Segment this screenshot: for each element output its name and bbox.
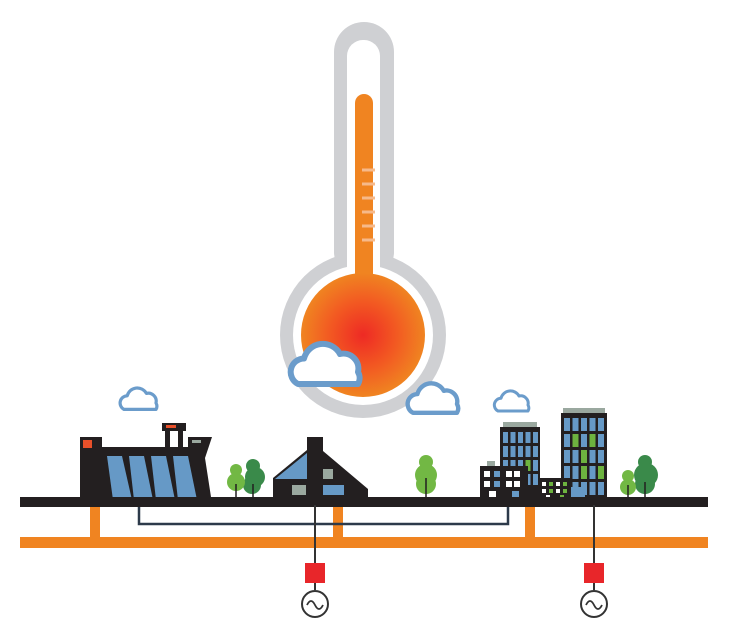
window (510, 446, 516, 457)
window (525, 460, 531, 471)
window (564, 466, 570, 479)
window (503, 460, 508, 471)
window (533, 474, 538, 485)
window (572, 466, 579, 479)
generator-icon (301, 505, 329, 618)
window (564, 450, 570, 463)
window (581, 434, 587, 447)
ground-line (20, 497, 708, 507)
power-line (137, 505, 510, 526)
thermometer-fill (355, 94, 373, 314)
window (598, 466, 604, 479)
window (581, 418, 587, 431)
window (589, 450, 596, 463)
tree-icon (620, 455, 658, 498)
thermometer-ticks (362, 168, 375, 242)
heating-pipes (20, 505, 708, 548)
window (589, 482, 596, 495)
window (589, 466, 596, 479)
window (572, 434, 579, 447)
tree-icon (227, 459, 265, 498)
window (572, 450, 579, 463)
window (581, 450, 587, 463)
window (598, 418, 604, 431)
window (503, 432, 508, 443)
window (525, 432, 531, 443)
window (572, 418, 579, 431)
cloud-icon (492, 389, 531, 413)
window (598, 450, 604, 463)
window (518, 432, 523, 443)
cloud-icon (118, 386, 159, 411)
window (533, 460, 538, 471)
window (581, 466, 587, 479)
window (564, 434, 570, 447)
factory-icon (80, 423, 212, 500)
window (518, 460, 523, 471)
window (589, 434, 596, 447)
tree-icon (415, 455, 437, 498)
window (598, 434, 604, 447)
window (533, 432, 538, 443)
window (510, 432, 516, 443)
window (533, 446, 538, 457)
window (564, 418, 570, 431)
window (503, 446, 508, 457)
house-icon (273, 437, 368, 497)
office-building-icon (480, 408, 607, 499)
window (510, 460, 516, 471)
window (589, 418, 596, 431)
window (518, 446, 523, 457)
generator-icon (580, 505, 608, 618)
window (525, 446, 531, 457)
window (598, 482, 604, 495)
